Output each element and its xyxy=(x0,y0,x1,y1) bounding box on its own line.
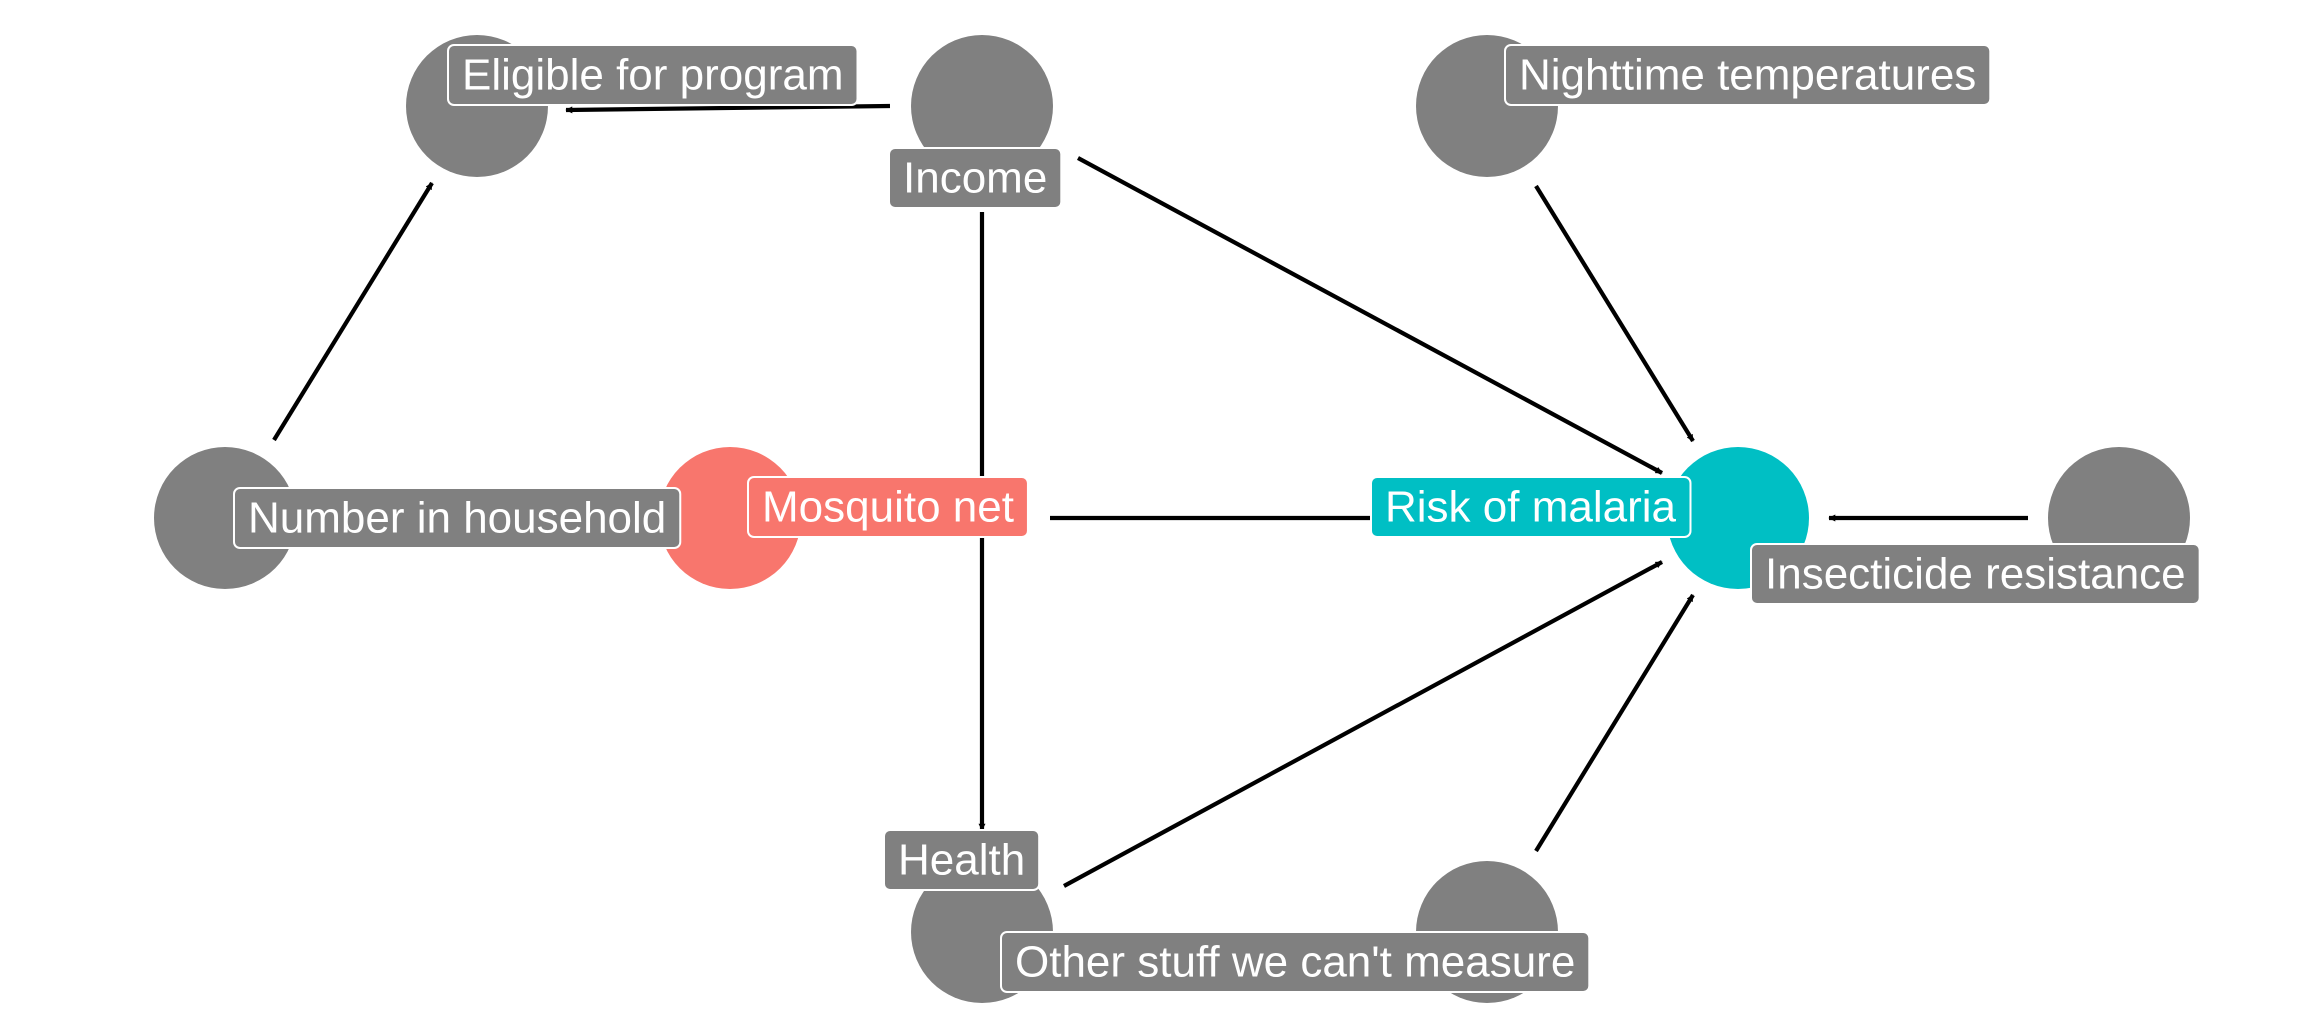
node-label-box-malaria xyxy=(1370,476,1692,538)
edge-other-to-malaria xyxy=(1534,593,1695,853)
node-label-text-eligible: Eligible for program xyxy=(462,51,844,100)
node-label-text-malaria: Risk of malaria xyxy=(1385,483,1676,532)
node-household xyxy=(154,447,296,589)
node-label-text-other: Other stuff we can't measure xyxy=(1015,938,1575,987)
node-label-household: Number in household xyxy=(233,487,682,549)
node-label-text-nighttime: Nighttime temperatures xyxy=(1519,51,1976,100)
edges-layer xyxy=(272,103,2028,888)
node-income xyxy=(911,35,1053,177)
node-label-box-health xyxy=(883,829,1041,891)
node-label-net: Mosquito net xyxy=(747,476,1029,538)
node-label-box-household xyxy=(233,487,682,549)
nodes-layer xyxy=(154,35,2190,1003)
node-label-box-other xyxy=(1000,931,1591,993)
node-label-text-net: Mosquito net xyxy=(762,483,1014,532)
edge-income-to-malaria xyxy=(1077,156,1663,475)
node-label-other: Other stuff we can't measure xyxy=(1000,931,1591,993)
edge-income-to-eligible xyxy=(565,103,891,114)
node-label-nighttime: Nighttime temperatures xyxy=(1504,44,1992,106)
edge-nighttime-to-malaria xyxy=(1534,184,1695,443)
node-label-box-eligible xyxy=(447,44,859,106)
node-label-insecticide: Insecticide resistance xyxy=(1750,543,2201,605)
node-label-eligible: Eligible for program xyxy=(447,44,859,106)
node-label-box-nighttime xyxy=(1504,44,1992,106)
node-label-text-insecticide: Insecticide resistance xyxy=(1765,550,2186,599)
node-label-text-health: Health xyxy=(898,836,1025,885)
edge-health-to-malaria xyxy=(1062,560,1664,888)
node-label-income: Income xyxy=(888,147,1063,209)
node-label-health: Health xyxy=(883,829,1041,891)
edge-household-to-eligible xyxy=(272,181,434,442)
node-label-text-household: Number in household xyxy=(248,494,666,543)
node-label-box-insecticide xyxy=(1750,543,2201,605)
node-label-box-net xyxy=(747,476,1029,538)
node-label-box-income xyxy=(888,147,1063,209)
node-label-malaria: Risk of malaria xyxy=(1370,476,1692,538)
node-label-text-income: Income xyxy=(903,154,1047,203)
